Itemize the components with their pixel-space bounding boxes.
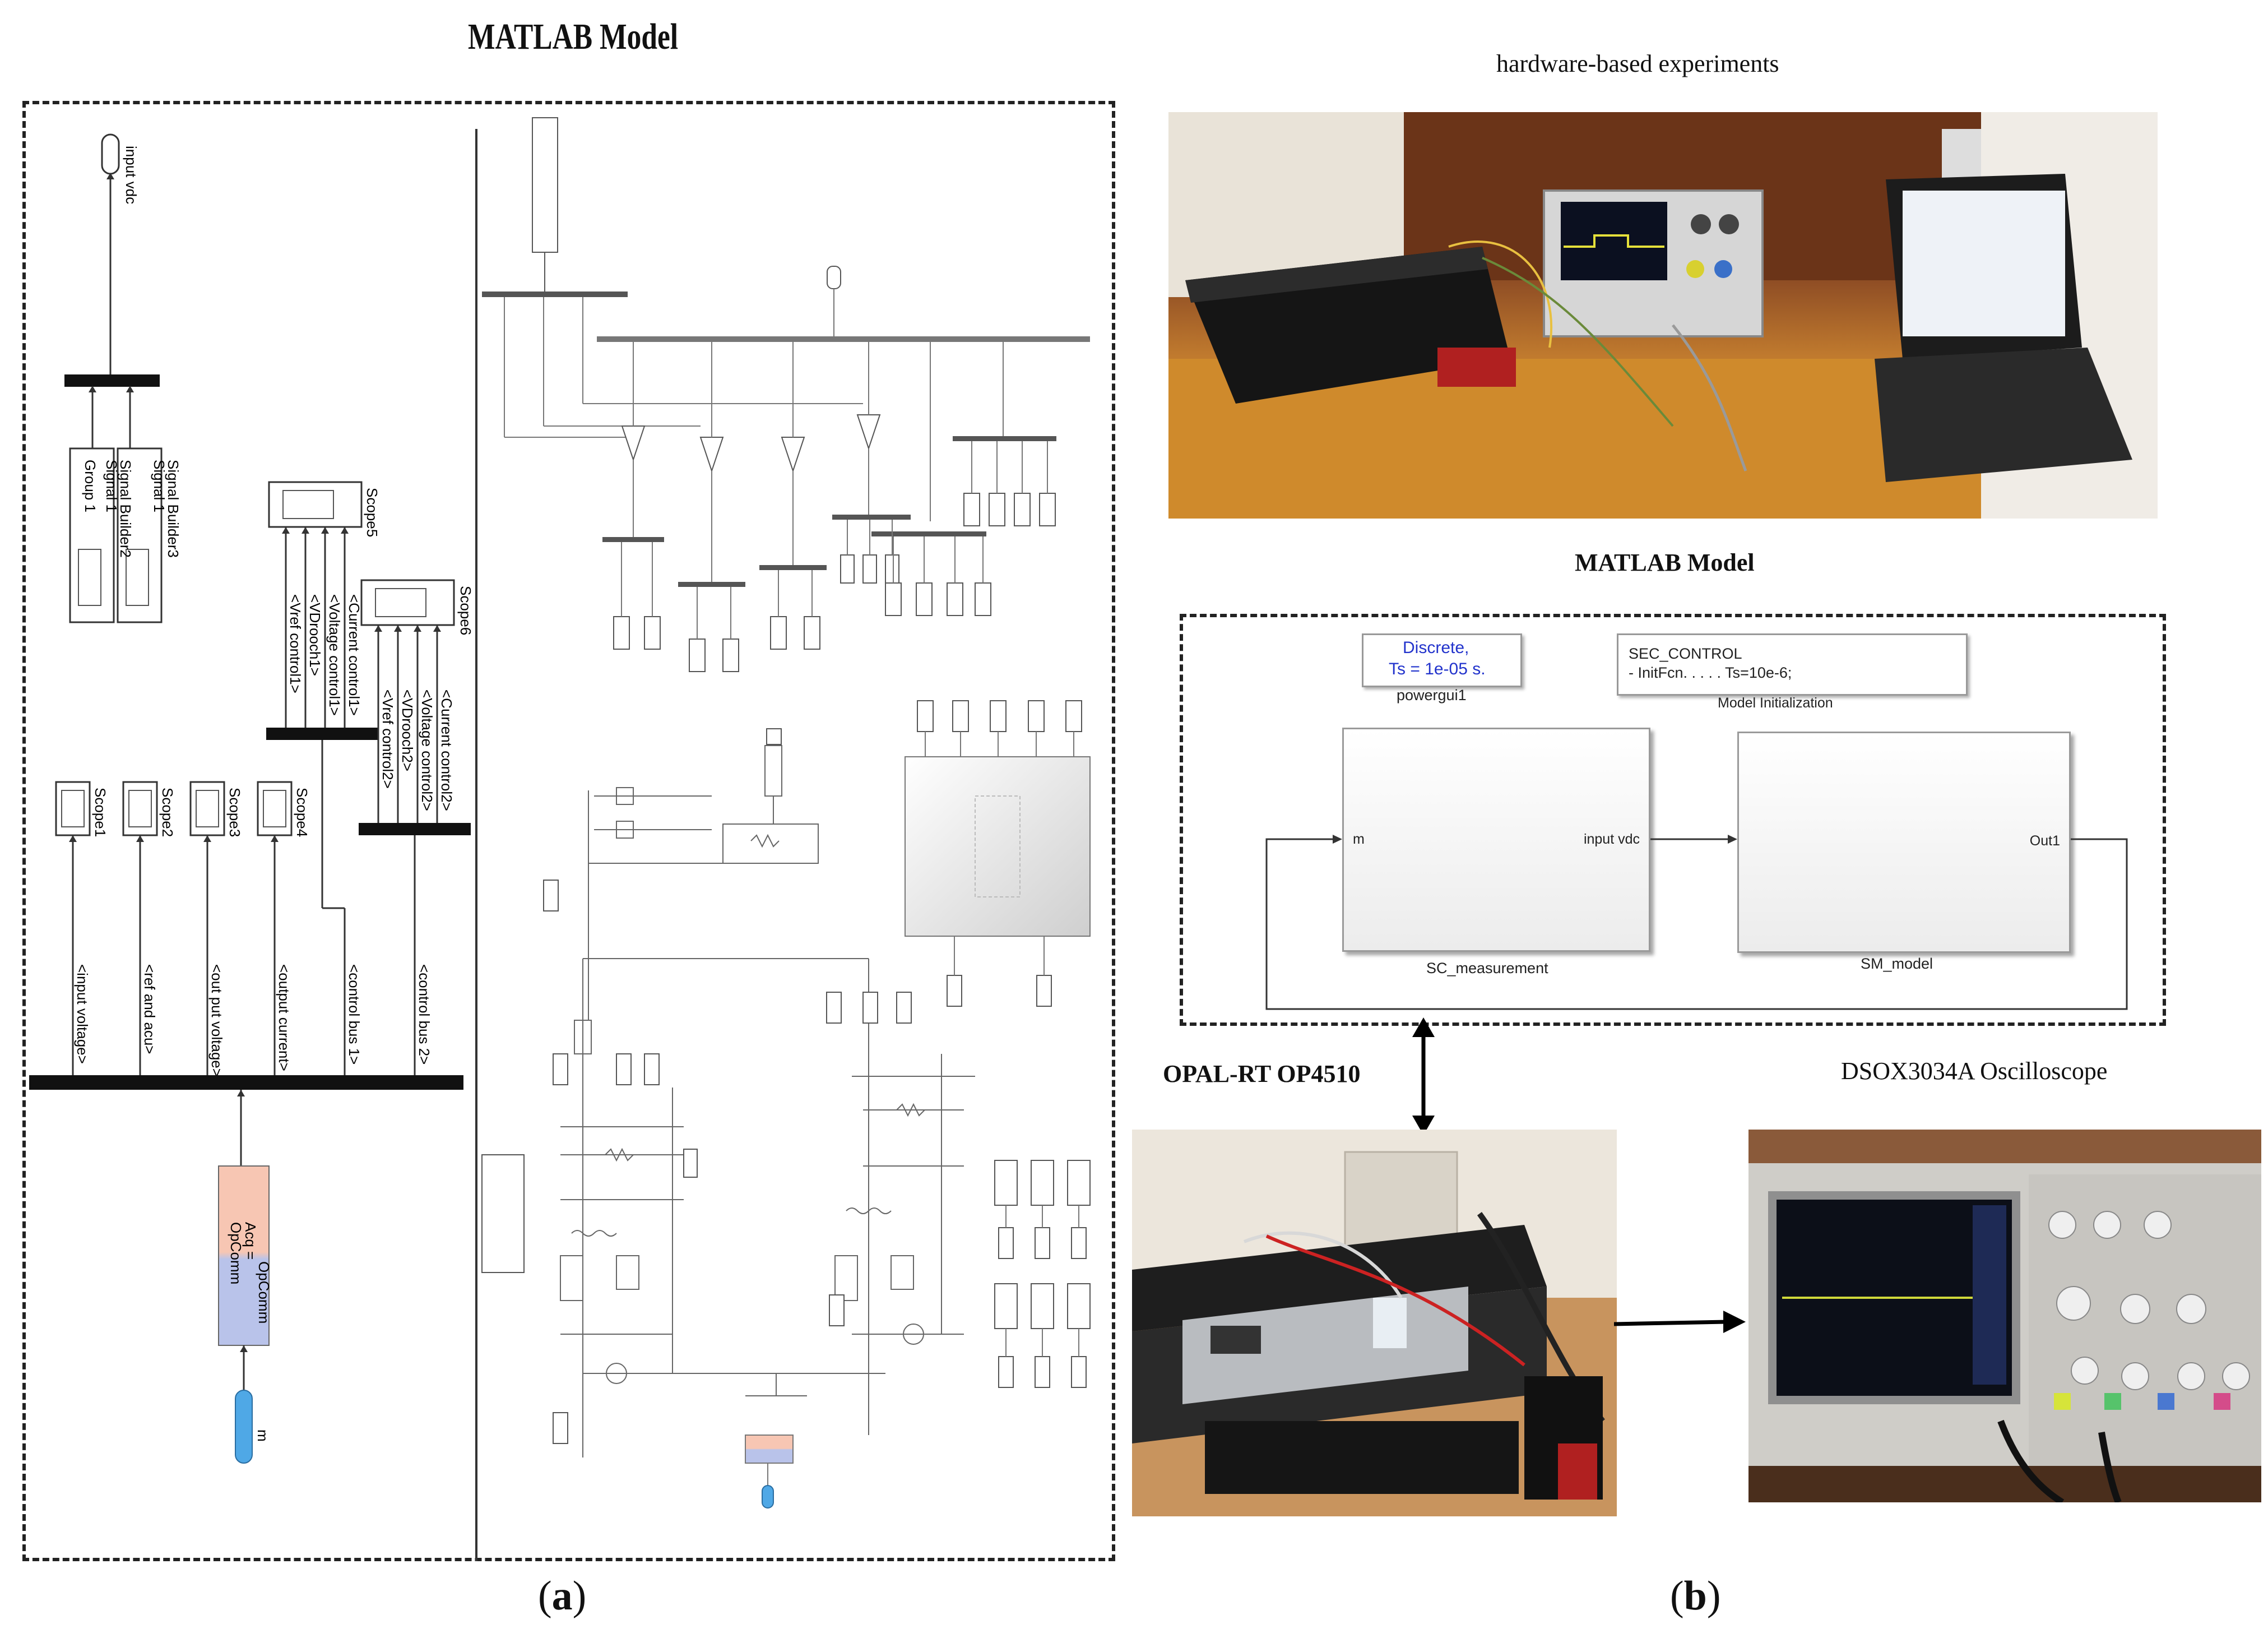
left-model-frame [22,101,1115,1561]
oscilloscope-photo [1748,1130,2261,1502]
hardware-title: hardware-based experiments [1496,50,1779,77]
svg-text:Scope1: Scope1 [92,788,109,837]
svg-text:Scope6: Scope6 [457,586,474,635]
scope3-block [189,781,225,836]
svg-text:<Voltage control1>: <Voltage control1> [326,594,343,716]
oscilloscope-label: DSOX3034A Oscilloscope [1841,1057,2108,1085]
sm-model-block[interactable]: Out1 [1737,732,2071,953]
matlab-model-title-b: MATLAB Model [1575,549,1755,576]
svg-text:Signal 1: Signal 1 [151,460,168,512]
svg-text:<VDrooch1>: <VDrooch1> [307,594,323,676]
svg-text:Scope4: Scope4 [294,788,310,837]
svg-text:<output current>: <output current> [276,964,293,1071]
svg-text:<ref and acu>: <ref and acu> [141,964,158,1054]
right-model-frame [1180,614,2166,1026]
scope1-block [55,781,91,836]
opal-rt-label: OPAL-RT OP4510 [1163,1060,1361,1088]
svg-text:Scope2: Scope2 [159,788,176,837]
svg-text:<control bus 1>: <control bus 1> [346,964,363,1065]
svg-text:Signal Builder2: Signal Builder2 [117,460,134,558]
svg-text:<Voltage control2>: <Voltage control2> [419,690,435,811]
powergui-name: powergui1 [1397,687,1467,704]
svg-text:Acq =: Acq = [242,1222,259,1260]
main-bus-selector [29,1075,463,1090]
svg-text:OpComm: OpComm [256,1261,272,1324]
model-initialization-block[interactable]: SEC_CONTROL - InitFcn. . . . . Ts=10e-6; [1617,633,1968,696]
inport-input-vdc [101,133,120,175]
model-initialization-name: Model Initialization [1718,695,1833,711]
svg-text:Signal 1: Signal 1 [103,460,120,512]
inport-m [235,1390,253,1464]
sc-measurement-block[interactable]: m input vdc [1342,728,1650,952]
left-panel-title: MATLAB Model [468,16,679,57]
model-signal-lines [1265,835,2128,1010]
svg-text:<control bus 2>: <control bus 2> [416,964,433,1065]
svg-text:<out put voltage>: <out put voltage> [208,964,225,1077]
bus-selector-top [64,374,160,387]
inport-input-vdc-label: input vdc [123,146,140,204]
simulink-model-diagram: input vdc Group 1 Signal 1 Signal Builde… [29,117,1091,1561]
double-arrow-icon [1412,1017,1435,1135]
right-arrow-icon [1614,1311,1746,1333]
svg-text:<Vref control1>: <Vref control1> [287,594,304,693]
svg-text:<Current control1>: <Current control1> [346,594,363,716]
svg-text:<Vref control2>: <Vref control2> [379,690,396,789]
bus-selector-2 [359,823,471,835]
svg-text:Signal Builder3: Signal Builder3 [165,460,182,558]
svg-text:OpComm: OpComm [228,1222,244,1284]
panel-label-b: (b) [1670,1573,1721,1619]
svg-text:<VDrooch2>: <VDrooch2> [399,690,416,771]
sm-model-name: SM_model [1861,955,1933,972]
svg-text:<Current control2>: <Current control2> [438,690,455,811]
scope4-block [257,781,293,836]
svg-text:Group 1: Group 1 [82,460,99,512]
svg-text:m: m [254,1429,271,1442]
svg-text:Scope3: Scope3 [226,788,243,837]
bus-selector-1 [266,728,378,740]
opal-rt-photo [1132,1130,1617,1516]
svg-text:<input voltage>: <input voltage> [74,964,91,1064]
powergui-block[interactable]: Discrete, Ts = 1e-05 s. [1362,633,1522,687]
panel-label-a: (a) [538,1573,587,1619]
hardware-setup-photo [1168,112,2158,519]
sc-measurement-name: SC_measurement [1426,960,1548,977]
scope2-block [122,781,158,836]
svg-text:Scope5: Scope5 [364,488,381,537]
